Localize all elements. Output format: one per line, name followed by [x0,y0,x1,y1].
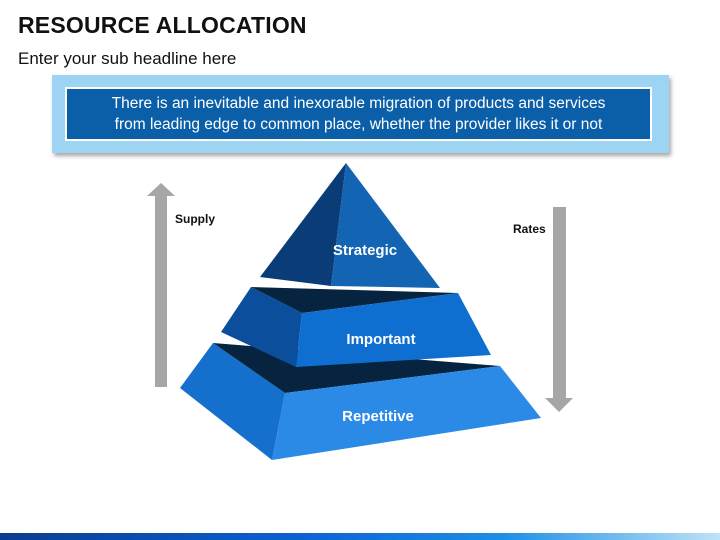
top-tier-front [331,163,440,288]
rates-label: Rates [513,222,546,236]
page-subtitle: Enter your sub headline here [18,49,237,68]
banner-line-2: from leading edge to common place, wheth… [114,116,603,133]
rates-arrow [545,207,573,412]
middle-tier-side [221,287,302,367]
level-label-repetitive: Repetitive [342,408,414,425]
banner-line-1: There is an inevitable and inexorable mi… [111,95,606,112]
supply-label: Supply [175,212,216,226]
footer-bar [0,533,720,540]
middle-tier-front [296,293,491,367]
pyramid-level-strategic [260,163,440,288]
supply-arrow [147,183,175,387]
top-tier-side [260,163,346,286]
middle-tier-top [251,287,458,313]
level-label-important: Important [346,331,415,348]
banner-text-box: There is an inevitable and inexorable mi… [65,87,652,141]
banner: There is an inevitable and inexorable mi… [52,75,669,153]
page-title: RESOURCE ALLOCATION [18,12,307,38]
bottom-tier-front [272,366,541,460]
level-label-strategic: Strategic [333,242,397,259]
bottom-tier-side [180,343,285,460]
pyramid-level-important [221,287,491,367]
